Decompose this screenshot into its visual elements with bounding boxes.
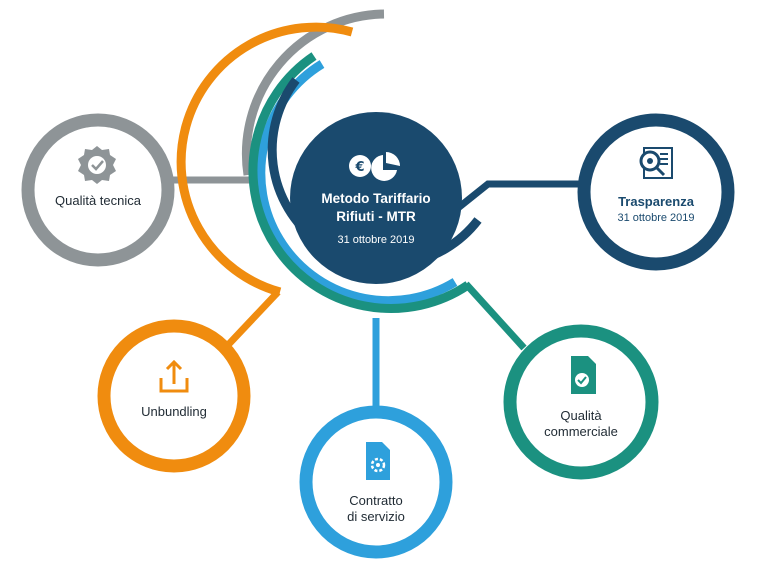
qualita-commerciale-circle[interactable] [503,324,659,480]
arc-orange [176,22,354,297]
quality-badge-icon [78,146,116,184]
trasparenza-label: Trasparenza [618,194,694,209]
document-gear-icon [366,442,390,480]
qualita-tecnica-label: Qualità tecnica [55,193,141,208]
qualita-commerciale-label: Qualità commerciale [521,408,641,441]
center-circle [290,112,462,284]
connector-unbundling [225,289,281,348]
arc-teal [248,52,471,313]
center-title: Metodo Tariffario Rifiuti - MTR [306,190,446,225]
contratto-label: Contratto di servizio [316,493,436,526]
unbundling-label: Unbundling [141,404,207,419]
qualita-commerciale-label-line1: Qualità [560,408,602,423]
upload-tray-icon [159,359,189,393]
qualita-commerciale-label-line2: commerciale [544,424,618,440]
arc-gray [241,9,385,176]
trasparenza-date: 31 ottobre 2019 [617,212,695,224]
svg-text:€: € [354,160,364,175]
qualita-tecnica-circle[interactable] [21,113,175,267]
contratto-label-line2: di servizio [347,509,405,525]
contratto-label-line1: Contratto [349,493,403,508]
document-magnifier-icon [639,147,673,179]
unbundling-circle[interactable] [97,319,251,473]
document-check-icon [571,356,596,394]
center-title-line2: Rifiuti - MTR [336,208,416,224]
center-title-line1: Metodo Tariffario [321,191,431,206]
euro-pie-chart-icon: € [349,152,400,181]
contratto-circle[interactable] [299,405,453,559]
center-date: 31 ottobre 2019 [337,234,415,246]
connector-qualita-commerciale [463,281,527,351]
connector-trasparenza [455,180,582,211]
trasparenza-circle[interactable] [577,113,735,271]
